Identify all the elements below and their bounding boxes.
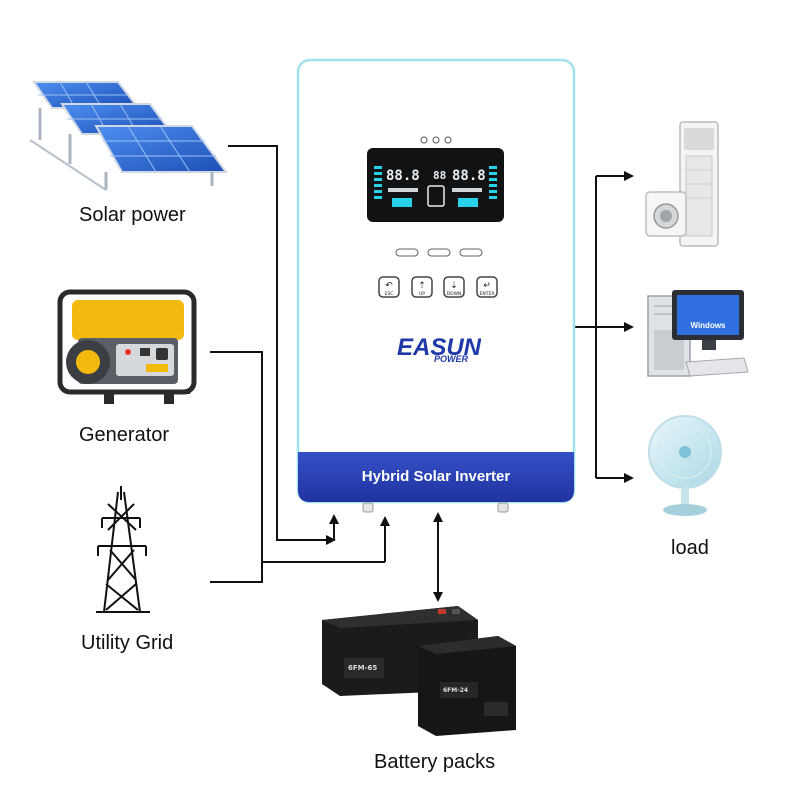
esc-label: ESC: [385, 291, 394, 297]
inverter-lcd-display: [367, 148, 504, 222]
indicator-led-2: [427, 248, 451, 257]
solar-panel-icon: [29, 81, 228, 191]
inverter-up-button[interactable]: ⇡ UP: [411, 276, 433, 298]
lcd-digits-left: 88.8: [386, 168, 420, 184]
svg-text:EASUN: EASUN: [397, 334, 482, 361]
svg-text:POWER: POWER: [434, 354, 469, 364]
air-conditioner-icon: [679, 121, 719, 247]
solar-panel-front: [29, 125, 228, 191]
inverter-esc-button[interactable]: ↶ ESC: [378, 276, 400, 298]
utility-grid-label: Utility Grid: [81, 632, 174, 654]
esc-icon: ↶: [385, 281, 393, 291]
terminal-1: [362, 502, 374, 513]
inverter-unit: 88.8 88 88.8 ↶ ESC ⇡ UP ⇣ DOWN: [296, 58, 576, 513]
pc-screen-text: Windows: [690, 321, 726, 330]
indicator-led-3: [459, 248, 483, 257]
inverter-band-label: Hybrid Solar Inverter: [362, 468, 511, 485]
up-arrow-icon: ⇡: [418, 281, 426, 291]
inverter-label-band: [298, 452, 574, 502]
solar-panel-rear: [32, 81, 141, 140]
solar-line: [228, 145, 336, 545]
lcd-digits-mid: 88: [433, 169, 446, 182]
indicator-led-1: [395, 248, 419, 257]
fan-icon: [648, 415, 722, 516]
easun-logo: EASUN POWER: [397, 334, 482, 364]
inverter-body: [296, 58, 576, 504]
terminal-2: [497, 502, 509, 513]
load-label: load: [671, 537, 709, 559]
lcd-digits-right: 88.8: [452, 168, 486, 184]
desktop-computer-icon: Windows: [647, 290, 749, 377]
down-arrow-icon: ⇣: [450, 281, 458, 291]
utility-grid-icon: [96, 486, 150, 613]
battery-packs-label: Battery packs: [374, 751, 496, 773]
battery-packs-icon: 6FM-65 6FM-24: [322, 606, 516, 736]
down-label: DOWN: [447, 291, 462, 297]
generator-line: [210, 351, 385, 563]
solar-power-label: Solar power: [79, 204, 186, 226]
inverter-enter-button[interactable]: ↵ ENTER: [476, 276, 498, 298]
generator-label: Generator: [79, 424, 170, 446]
grid-line: [210, 562, 263, 583]
inverter-down-button[interactable]: ⇣ DOWN: [443, 276, 465, 298]
washing-machine-icon: [645, 191, 687, 237]
up-label: UP: [419, 291, 425, 297]
battery-small: 6FM-24: [418, 636, 516, 736]
lcd-inverter-glyph: [427, 185, 445, 207]
connection-lines: [210, 145, 634, 602]
lcd-accent-bars: [374, 166, 497, 199]
battery-small-model: 6FM-24: [443, 687, 468, 694]
generator-icon: [57, 289, 197, 404]
enter-icon: ↵: [483, 281, 491, 291]
battery-large-model: 6FM-65: [348, 664, 377, 672]
enter-label: ENTER: [480, 291, 495, 297]
